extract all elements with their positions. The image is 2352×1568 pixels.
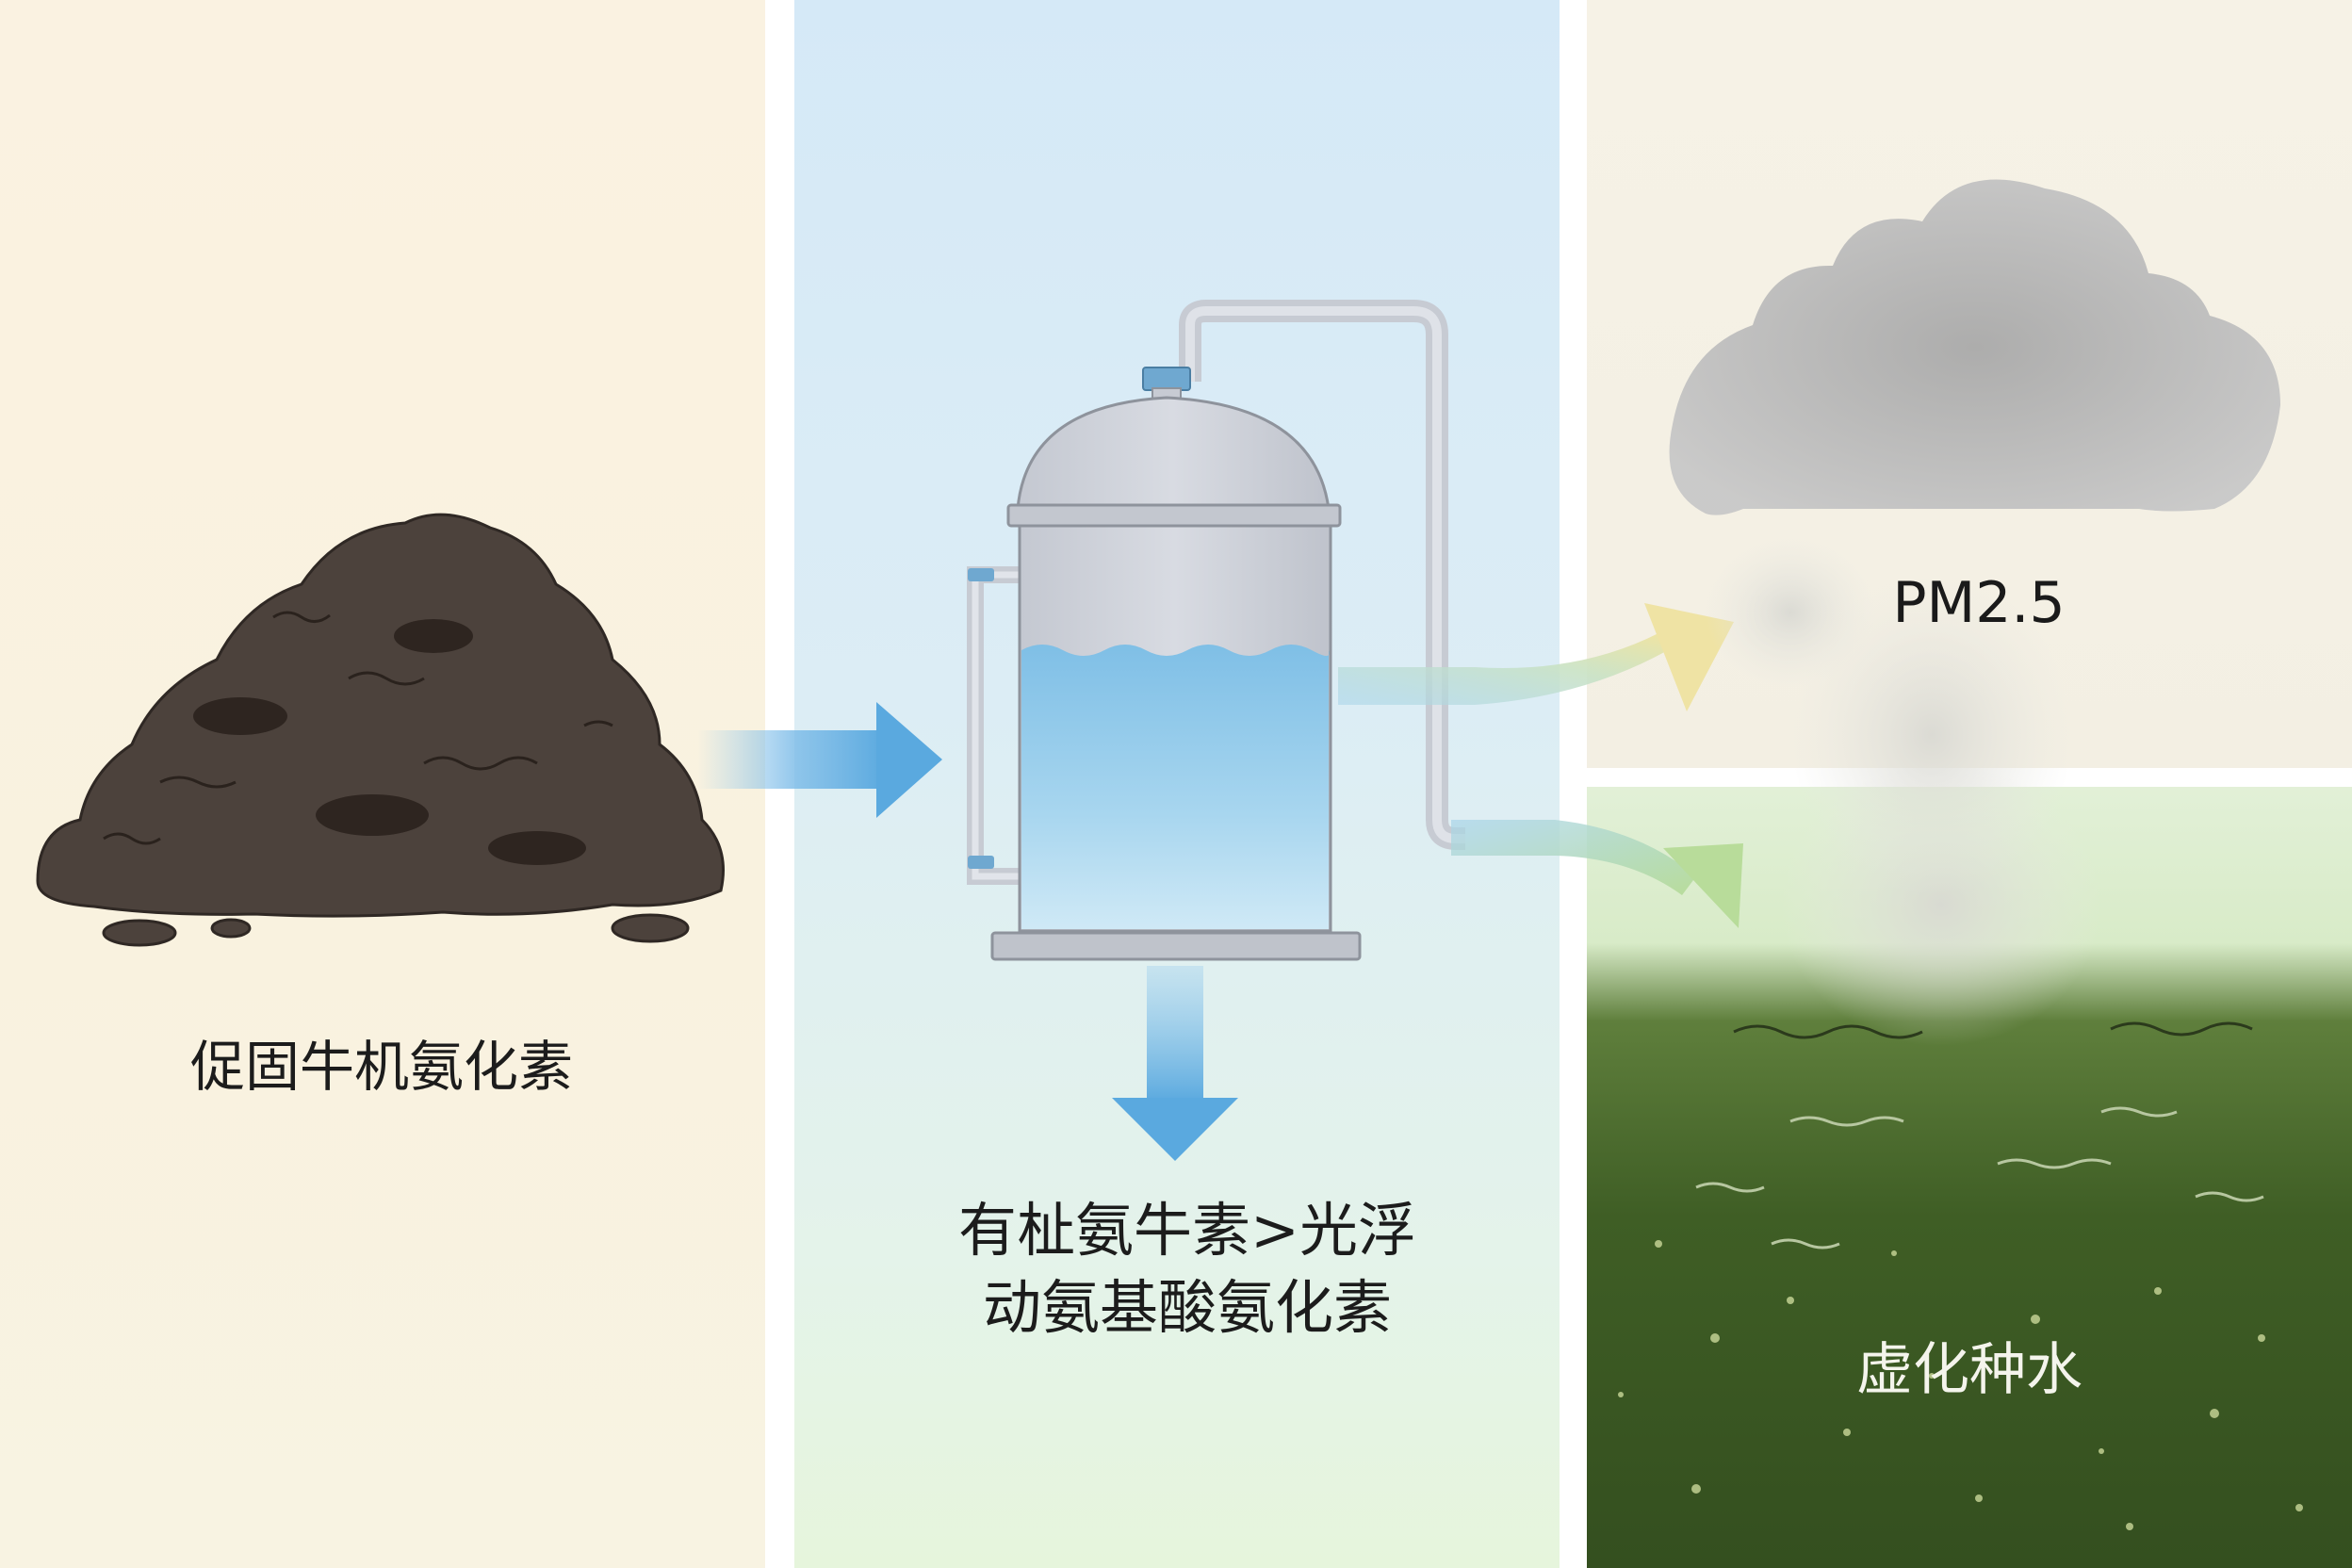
emission-label: PM2.5 — [1892, 570, 2066, 636]
arrow-to-emission — [1338, 603, 1734, 711]
water-surface-icon — [1618, 1021, 2303, 1530]
tank-label-line2: 动氨基酸氨化素 — [982, 1273, 1392, 1342]
arrow-to-tank — [697, 702, 942, 818]
water-label: 虚化种水 — [1856, 1337, 2082, 1403]
source-label: 促固牛机氨化素 — [189, 1035, 573, 1099]
tank-label: 有杫氨牛素>光浮 动氨基酸氨化素 — [923, 1192, 1451, 1347]
tank-icon — [967, 300, 1465, 961]
arrow-down — [1112, 966, 1238, 1161]
cloud-icon — [1669, 179, 2280, 1046]
tank-label-line1: 有杫氨牛素>光浮 — [958, 1196, 1416, 1265]
arrow-to-water — [1451, 820, 1743, 928]
compost-pile-icon — [36, 513, 725, 947]
